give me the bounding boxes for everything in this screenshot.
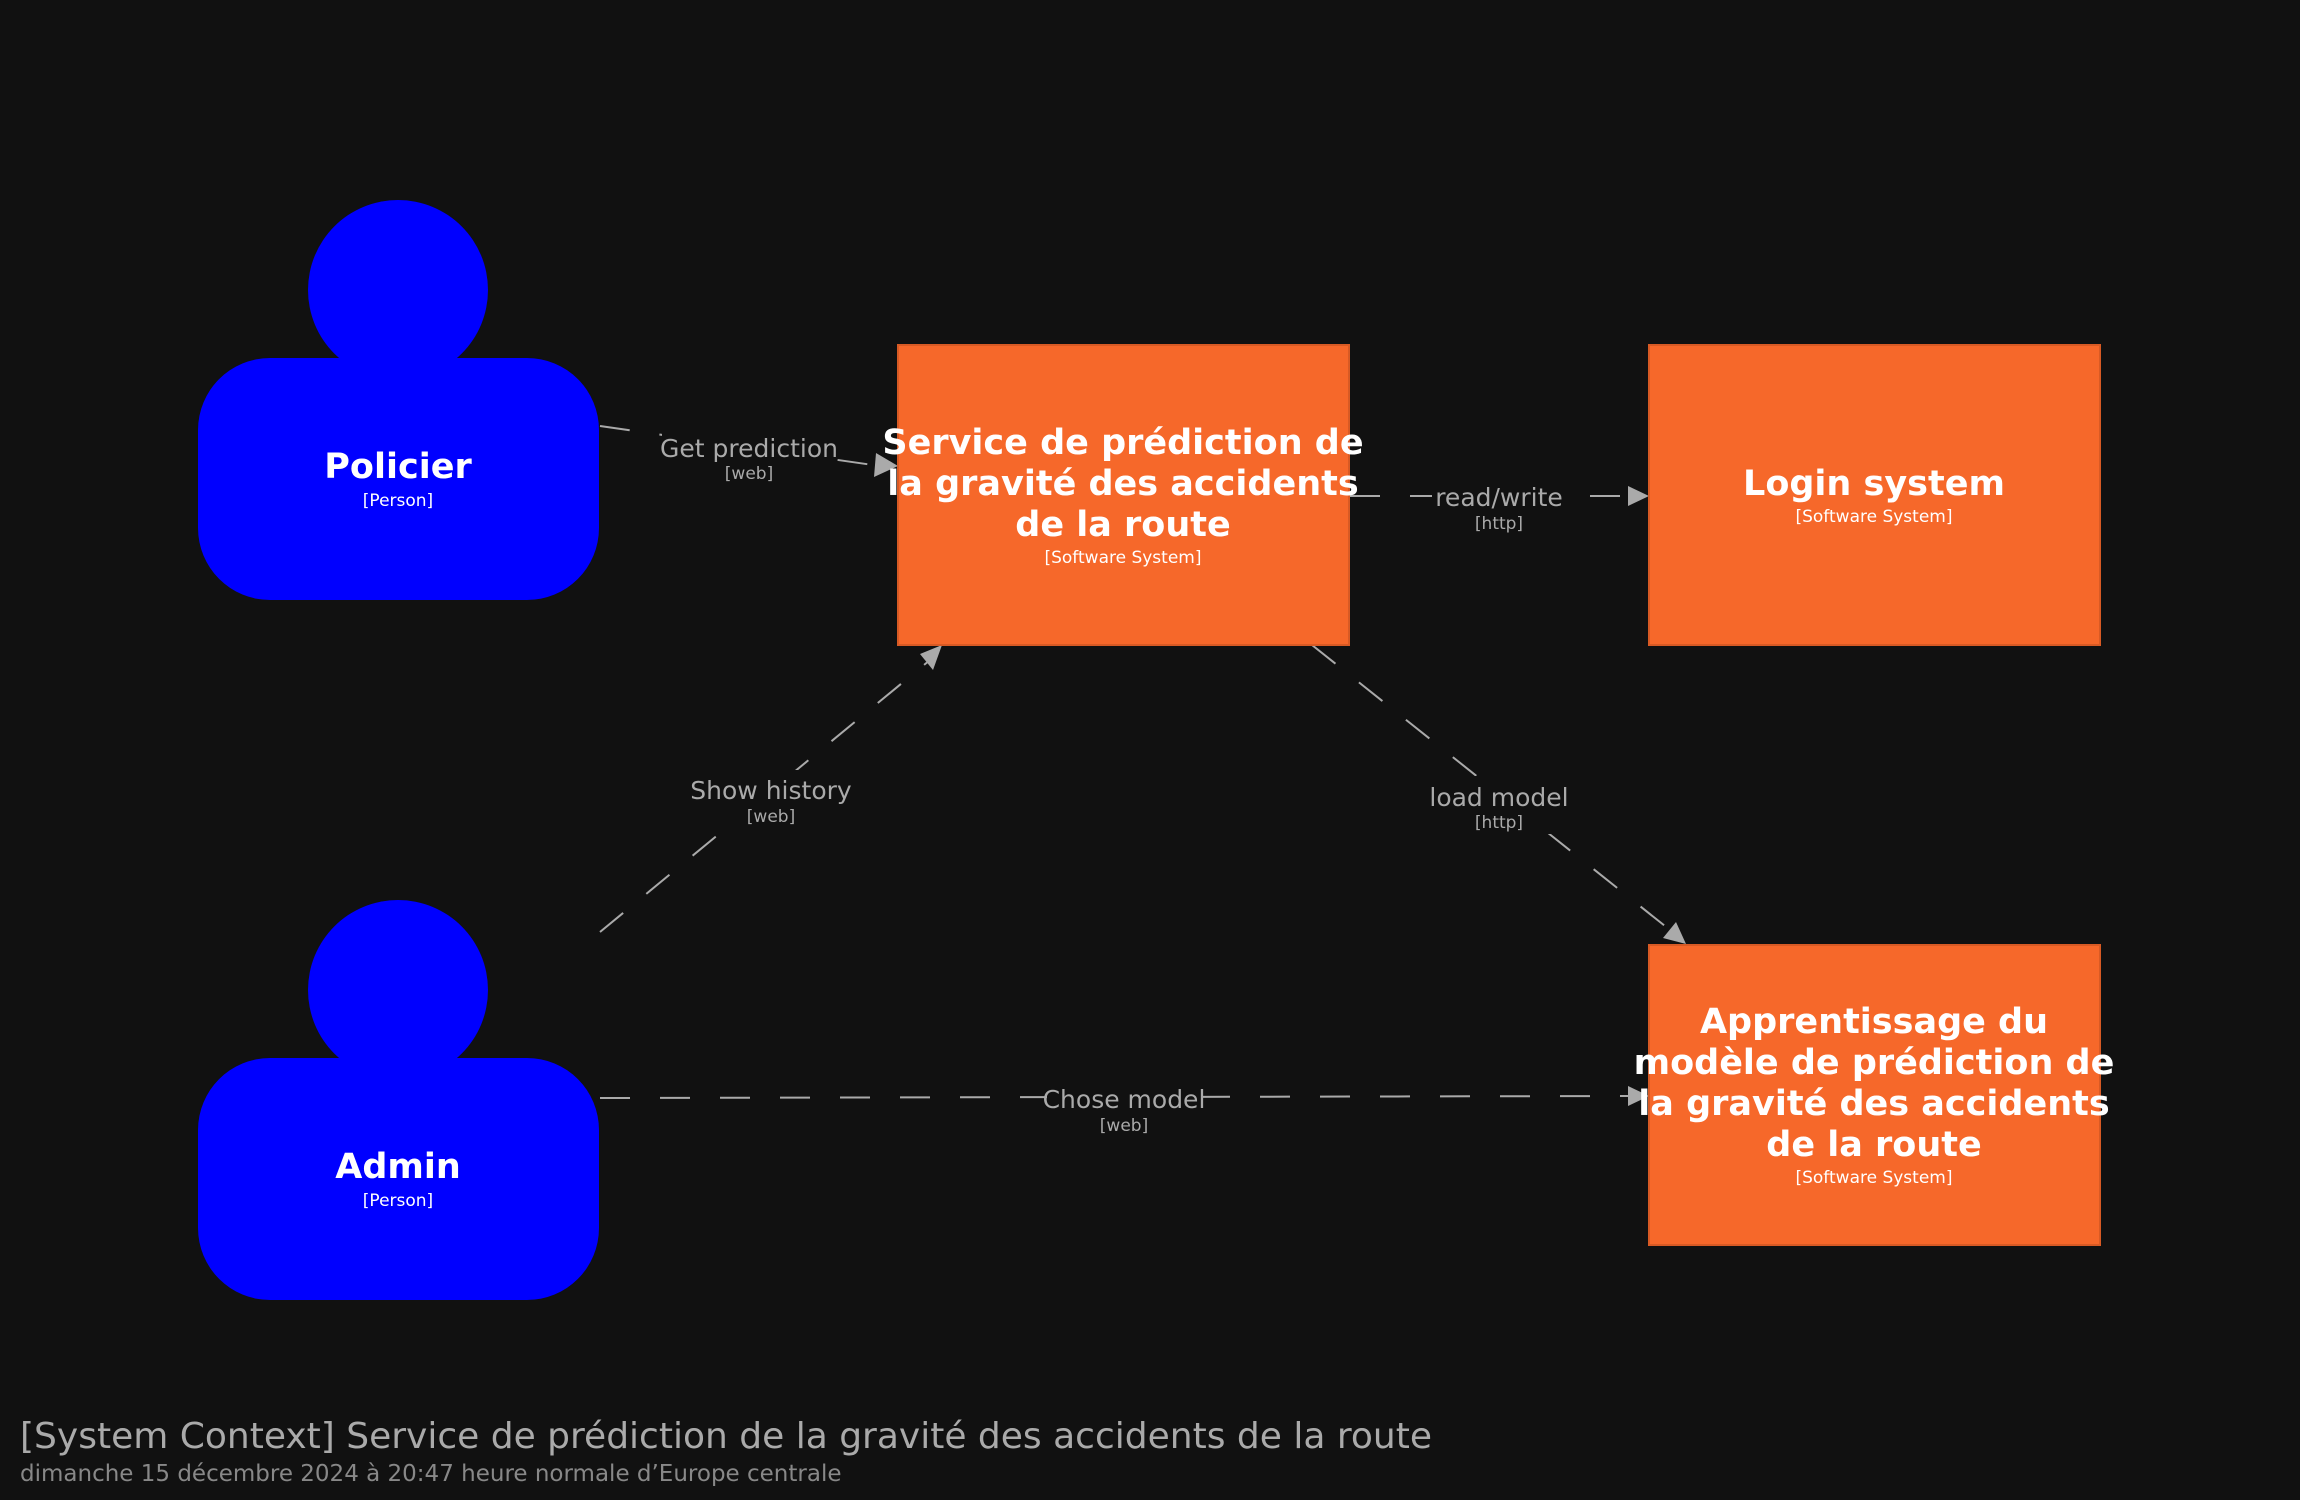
system-tag: [Software System]	[1044, 548, 1201, 568]
edge-tech-get-prediction: [web]	[725, 464, 773, 484]
edge-tech-read-write: [http]	[1475, 514, 1523, 534]
edge-tech-show-history: [web]	[747, 807, 795, 827]
diagram-date: dimanche 15 décembre 2024 à 20:47 heure …	[20, 1461, 842, 1487]
edge-load-model[interactable]: load model [http]	[1311, 644, 1686, 944]
system-title-line: Login system	[1743, 464, 2005, 504]
edge-label-get-prediction: Get prediction	[660, 434, 838, 463]
edge-label-chose-model: Chose model	[1043, 1085, 1206, 1114]
system-tag: [Software System]	[1795, 507, 1952, 527]
person-head-icon	[308, 200, 488, 380]
system-title-line: la gravité des accidents	[1638, 1084, 2109, 1124]
system-box	[897, 344, 1350, 646]
person-body	[198, 1058, 599, 1300]
system-training[interactable]: Apprentissage du modèle de prédiction de…	[1634, 944, 2115, 1246]
system-title-line: de la route	[1015, 505, 1230, 545]
person-policier[interactable]: Policier [Person]	[198, 200, 599, 600]
system-login[interactable]: Login system [Software System]	[1648, 344, 2101, 646]
edge-tech-chose-model: [web]	[1100, 1116, 1148, 1136]
person-admin[interactable]: Admin [Person]	[198, 900, 599, 1300]
person-head-icon	[308, 900, 488, 1080]
system-title-line: de la route	[1766, 1125, 1981, 1165]
edge-label-read-write: read/write	[1435, 483, 1563, 512]
edge-show-history[interactable]: Show history [web]	[599, 645, 942, 933]
person-body	[198, 358, 599, 600]
system-tag: [Software System]	[1795, 1168, 1952, 1188]
system-box	[1648, 344, 2101, 646]
person-tag-policier: [Person]	[363, 491, 433, 511]
edge-label-load-model: load model	[1429, 783, 1568, 812]
person-tag-admin: [Person]	[363, 1191, 433, 1211]
edge-read-write[interactable]: read/write [http]	[1350, 478, 1649, 534]
person-name-admin: Admin	[335, 1147, 461, 1187]
edge-chose-model[interactable]: Chose model [web]	[599, 1082, 1649, 1138]
system-title-line: modèle de prédiction de	[1634, 1043, 2115, 1083]
edge-get-prediction[interactable]: Get prediction [web]	[599, 425, 898, 486]
system-title-line: Service de prédiction de	[882, 423, 1363, 463]
edge-label-show-history: Show history	[690, 776, 852, 805]
system-prediction-service[interactable]: Service de prédiction de la gravité des …	[882, 344, 1364, 646]
diagram-title: [System Context] Service de prédiction d…	[20, 1416, 1432, 1457]
system-title-line: la gravité des accidents	[887, 464, 1358, 504]
edge-tech-load-model: [http]	[1475, 813, 1523, 833]
system-box	[1648, 944, 2101, 1246]
person-name-policier: Policier	[324, 447, 472, 487]
system-title-line: Apprentissage du	[1700, 1002, 2048, 1042]
